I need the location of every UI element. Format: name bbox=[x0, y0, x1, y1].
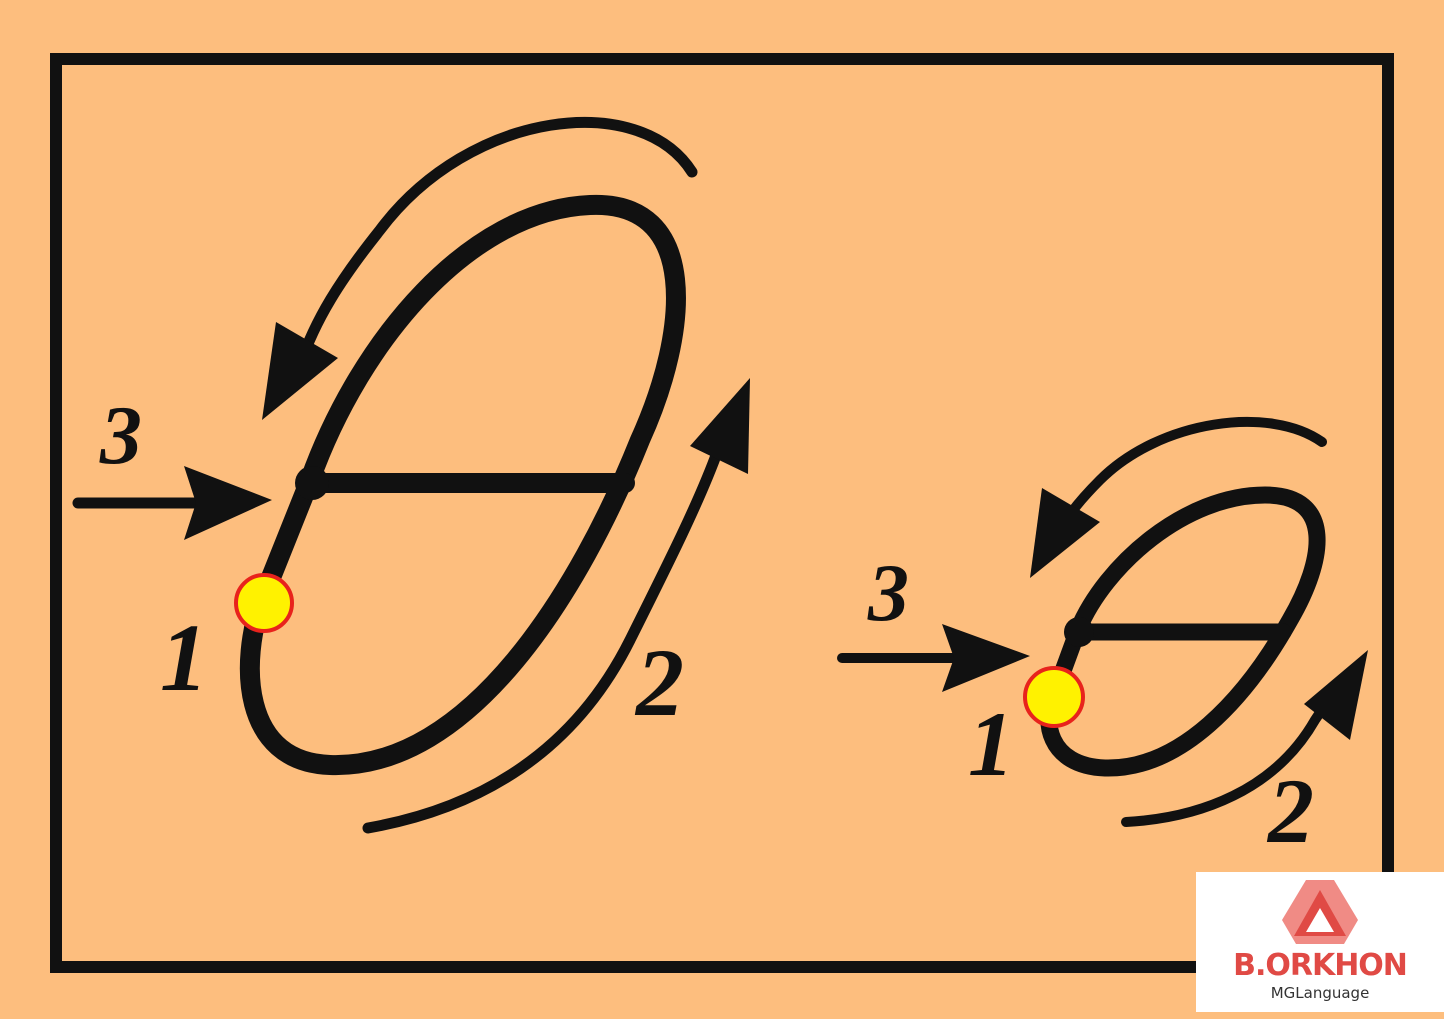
small-letter-join-dot bbox=[1064, 617, 1094, 647]
large-arrow-1-head bbox=[262, 322, 338, 420]
large-letter-join-dot bbox=[295, 466, 329, 500]
small-step-label-1: 1 bbox=[968, 693, 1014, 795]
brand-logo: B.ORKHON MGLanguage bbox=[1196, 872, 1444, 1012]
small-step-label-2: 2 bbox=[1266, 760, 1314, 862]
large-arrow-2-path bbox=[362, 444, 724, 834]
triangle-logo-icon bbox=[1282, 880, 1358, 944]
large-arrow-1-path bbox=[294, 117, 698, 371]
small-arrow-2-head bbox=[1304, 650, 1368, 740]
logo-brand-name: B.ORKHON bbox=[1233, 948, 1408, 983]
small-letter-start-dot bbox=[1023, 666, 1085, 728]
small-letter: 3 1 2 bbox=[837, 416, 1368, 862]
large-letter-start-dot bbox=[234, 573, 294, 633]
small-letter-oval bbox=[1040, 486, 1326, 777]
large-letter-oval bbox=[239, 194, 686, 776]
logo-subtitle: MGLanguage bbox=[1270, 984, 1370, 1002]
large-letter: 3 1 2 bbox=[72, 117, 750, 834]
diagram-frame bbox=[50, 53, 1394, 973]
large-step-label-1: 1 bbox=[160, 604, 208, 711]
large-arrow-3-head bbox=[184, 466, 272, 540]
large-step-label-3: 3 bbox=[99, 389, 142, 482]
large-step-label-2: 2 bbox=[634, 629, 684, 736]
small-arrow-3-head bbox=[942, 624, 1030, 692]
small-step-label-3: 3 bbox=[867, 547, 909, 638]
large-arrow-2-head bbox=[690, 378, 750, 474]
small-arrow-1-head bbox=[1030, 488, 1100, 578]
